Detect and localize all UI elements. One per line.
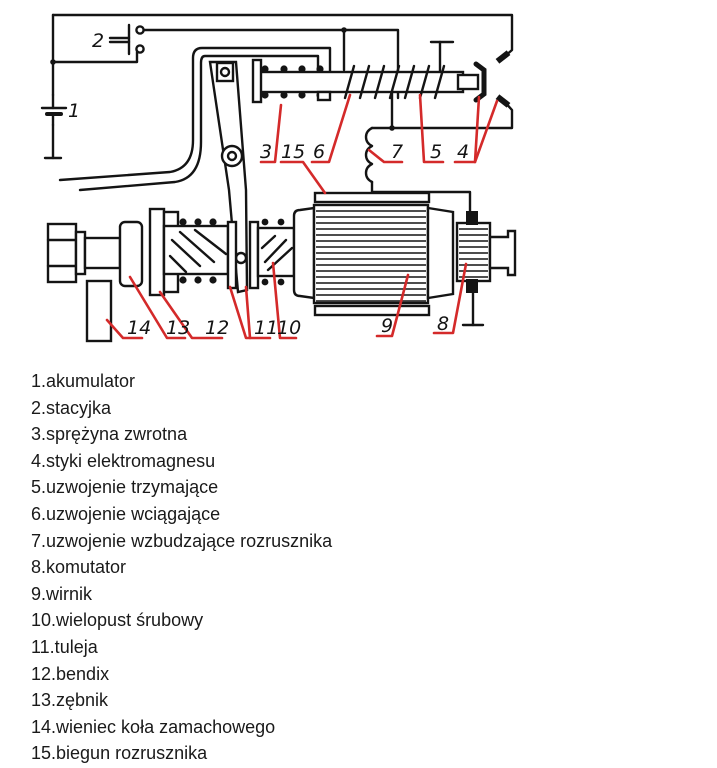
parts-legend: 1.akumulator 2.stacyjka 3.sprężyna zwrot… (31, 368, 332, 767)
callout-numbers: 1 2 3 15 6 7 5 4 14 13 12 11 10 9 8 (68, 30, 469, 339)
callout-8: 8 (437, 313, 449, 335)
battery-symbol (40, 93, 68, 127)
callout-9: 9 (381, 315, 393, 337)
callout-13: 13 (166, 317, 190, 339)
legend-item: 1.akumulator (31, 371, 136, 391)
legend-item: 15.biegun rozrusznika (31, 743, 208, 764)
callout-1: 1 (68, 100, 80, 122)
callout-7: 7 (391, 141, 403, 163)
callout-14: 14 (127, 317, 151, 339)
legend-item: 2.stacyjka (31, 397, 112, 418)
callout-4: 4 (457, 141, 469, 163)
armature-assembly (292, 191, 517, 317)
legend-item: 5.uzwojenie trzymające (31, 477, 219, 498)
legend-item: 8.komutator (31, 557, 127, 578)
legend-item: 6.uzwojenie wciągające (31, 503, 221, 524)
legend-item: 11.tuleja (31, 636, 98, 657)
callout-2: 2 (92, 30, 104, 52)
legend-item: 14.wieniec koła zamachowego (31, 716, 276, 737)
legend-item: 10.wielopust śrubowy (31, 610, 204, 631)
callout-5: 5 (430, 141, 442, 163)
legend-item: 7.uzwojenie wzbudzające rozrusznika (31, 530, 333, 551)
callout-11: 11 (254, 317, 278, 339)
callout-12: 12 (205, 317, 229, 339)
legend-item: 13.zębnik (31, 690, 109, 711)
legend-item: 9.wirnik (31, 583, 93, 604)
drive-assembly (46, 207, 296, 343)
starter-motor-diagram: 1 2 3 15 6 7 5 4 14 13 12 11 10 9 8 (40, 13, 517, 343)
ignition-switch-symbol (108, 23, 145, 56)
callout-leaders (105, 93, 499, 340)
callout-3: 3 (260, 141, 272, 163)
legend-item: 3.sprężyna zwrotna (31, 424, 188, 445)
legend-item: 12.bendix (31, 663, 110, 684)
callout-6: 6 (313, 141, 325, 163)
legend-item: 4.styki elektromagnesu (31, 450, 216, 471)
callout-15: 15 (281, 141, 305, 163)
solenoid-assembly (58, 46, 511, 192)
callout-10: 10 (277, 317, 301, 339)
